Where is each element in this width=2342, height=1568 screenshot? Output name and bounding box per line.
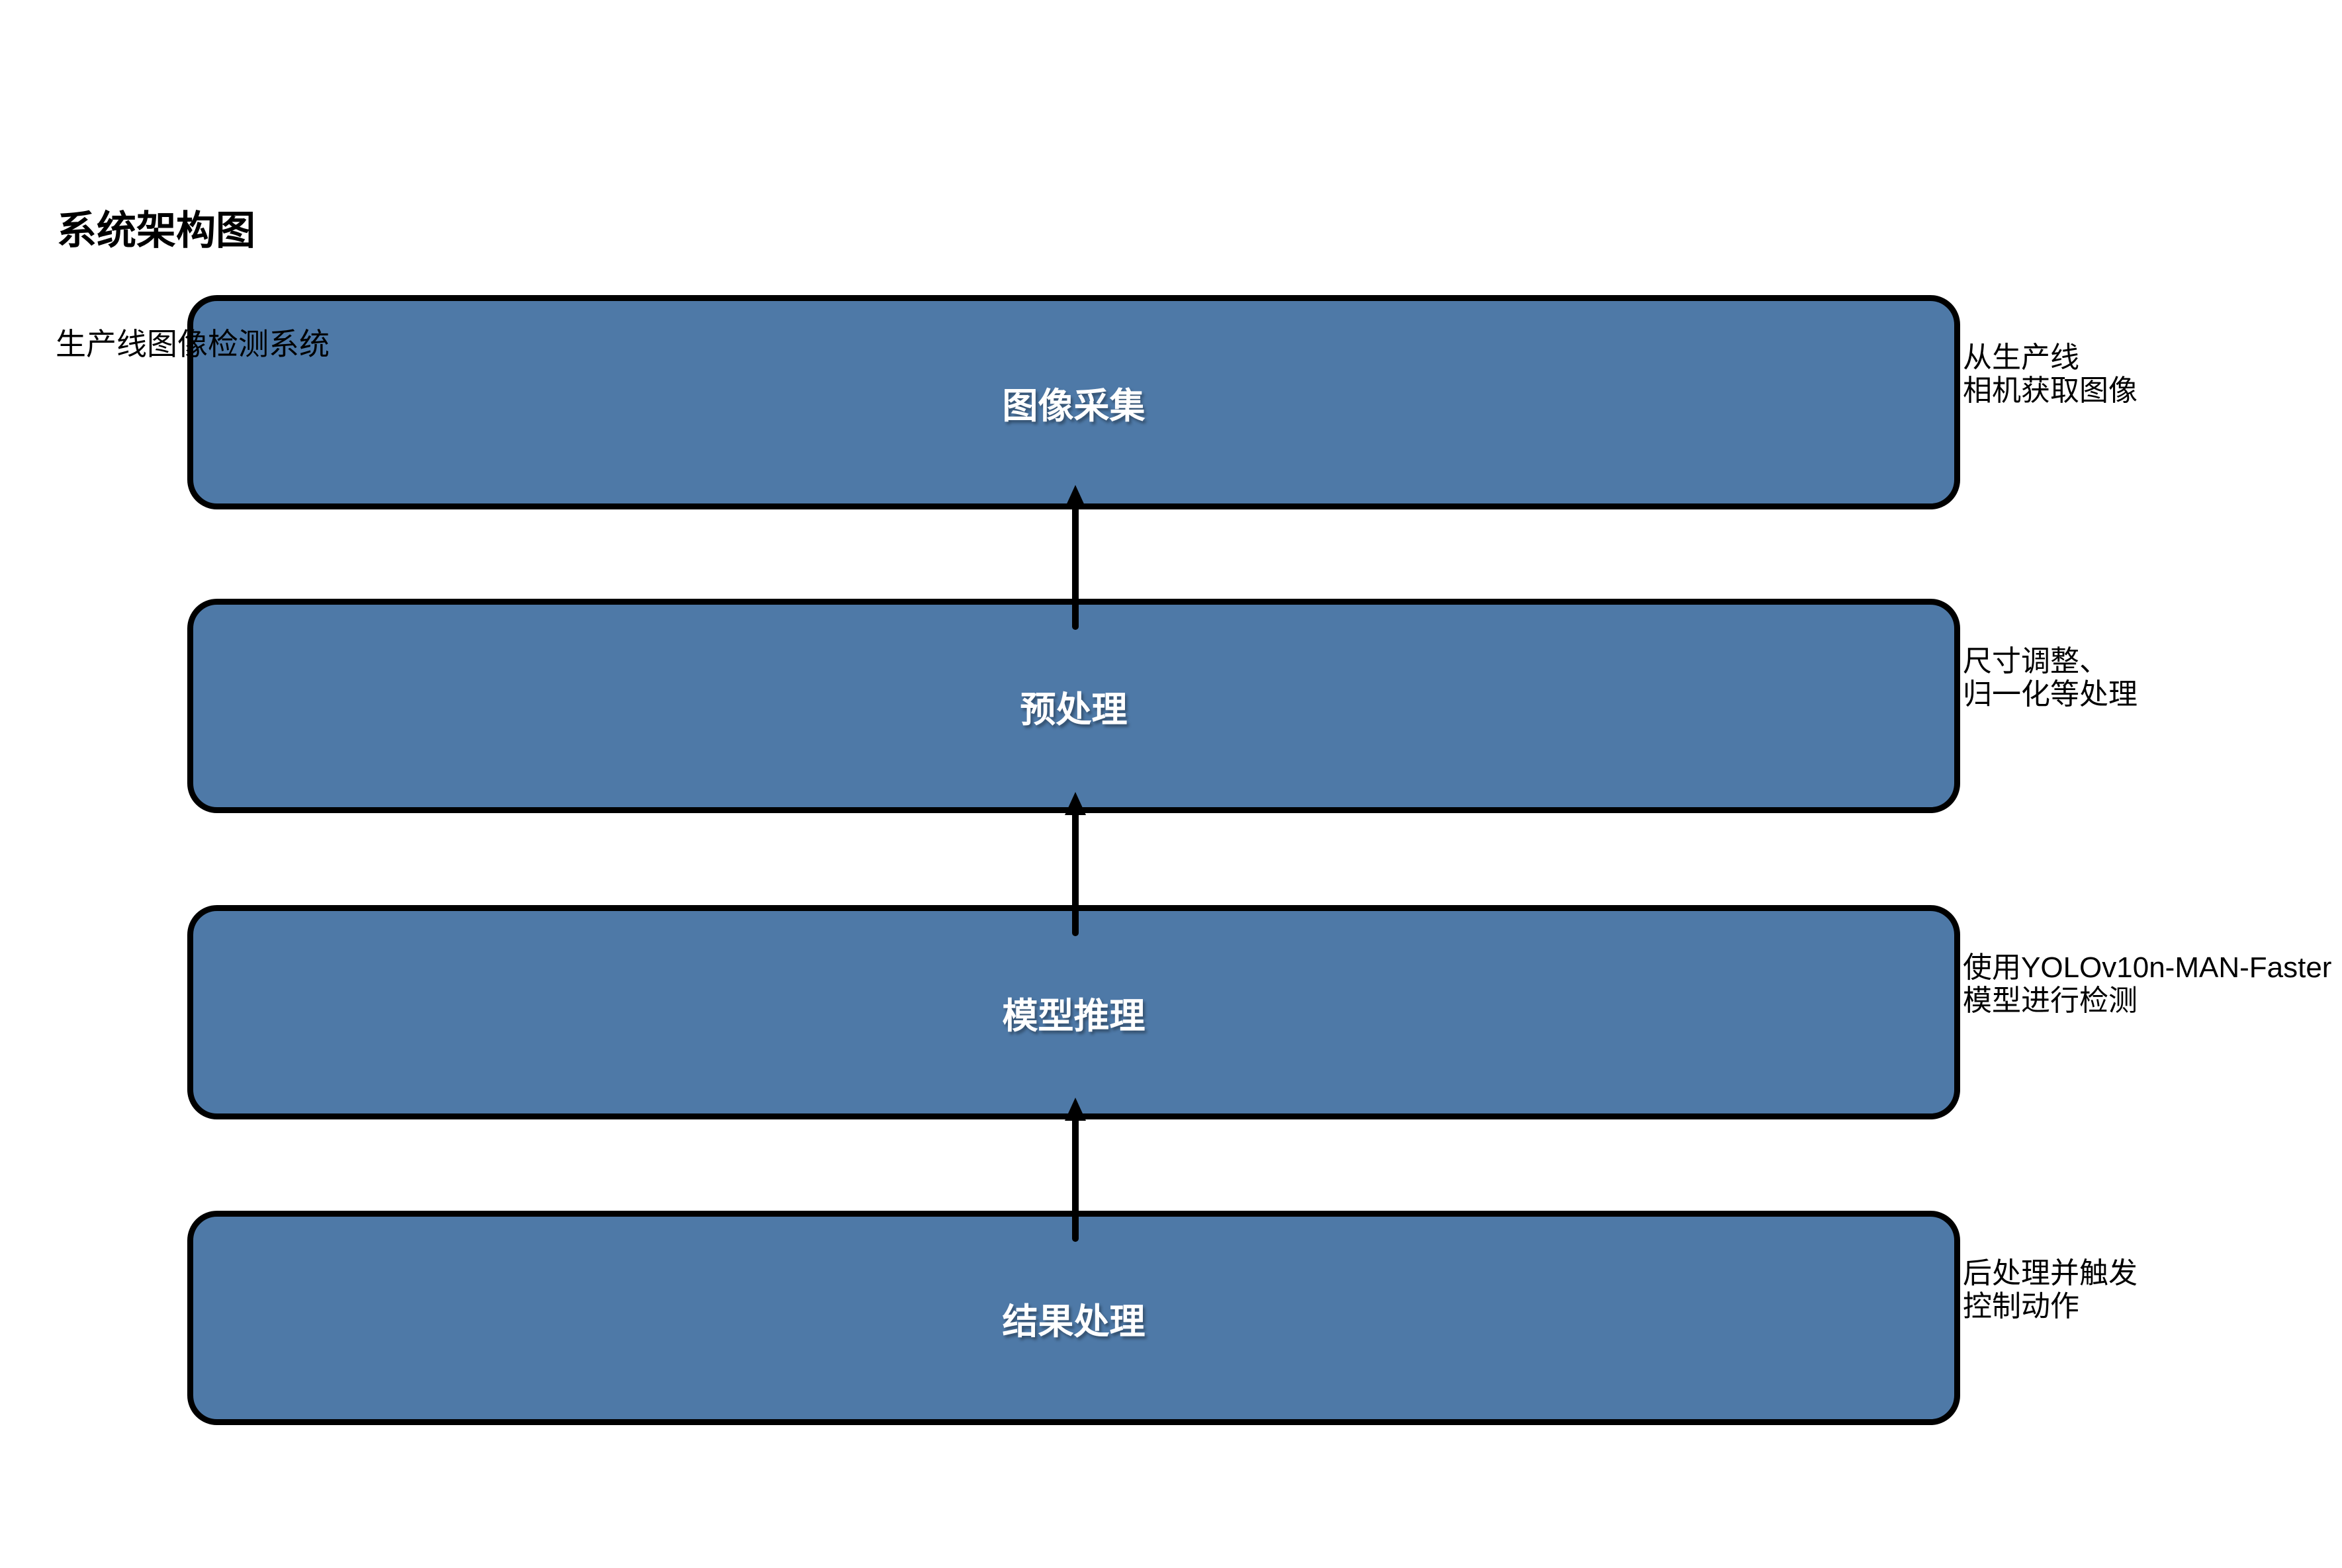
stage-label: 图像采集 (1002, 386, 1146, 426)
note-line: 控制动作 (1963, 1290, 2079, 1323)
note-line: 使用YOLOv10n-MAN-Faster (1963, 951, 2332, 984)
note-result-processing: 后处理并触发 控制动作 (1963, 1257, 2342, 1323)
note-line: 后处理并触发 (1963, 1257, 2138, 1289)
note-line: 相机获取图像 (1963, 374, 2138, 407)
stage-label: 模型推理 (1002, 996, 1146, 1036)
page-subtitle: 生产线图像检测系统 (56, 327, 330, 361)
stage-label: 预处理 (1020, 689, 1128, 730)
page-title: 系统架构图 (57, 208, 255, 253)
stage-box-model-inference: 模型推理 (187, 905, 1960, 1119)
stage-box-result-processing: 结果处理 (187, 1211, 1960, 1425)
note-line: 从生产线 (1963, 341, 2079, 374)
stage-box-preprocessing: 预处理 (187, 599, 1960, 813)
stage-label: 结果处理 (1002, 1301, 1146, 1342)
note-model-inference: 使用YOLOv10n-MAN-Faster 模型进行检测 (1963, 951, 2342, 1018)
note-image-acquisition: 从生产线 相机获取图像 (1963, 341, 2342, 408)
note-line: 归一化等处理 (1963, 678, 2138, 711)
stage-box-image-acquisition: 图像采集 (187, 295, 1960, 509)
note-line: 尺寸调整、 (1963, 645, 2108, 677)
note-line: 模型进行检测 (1963, 984, 2138, 1017)
note-preprocessing: 尺寸调整、 归一化等处理 (1963, 645, 2342, 711)
